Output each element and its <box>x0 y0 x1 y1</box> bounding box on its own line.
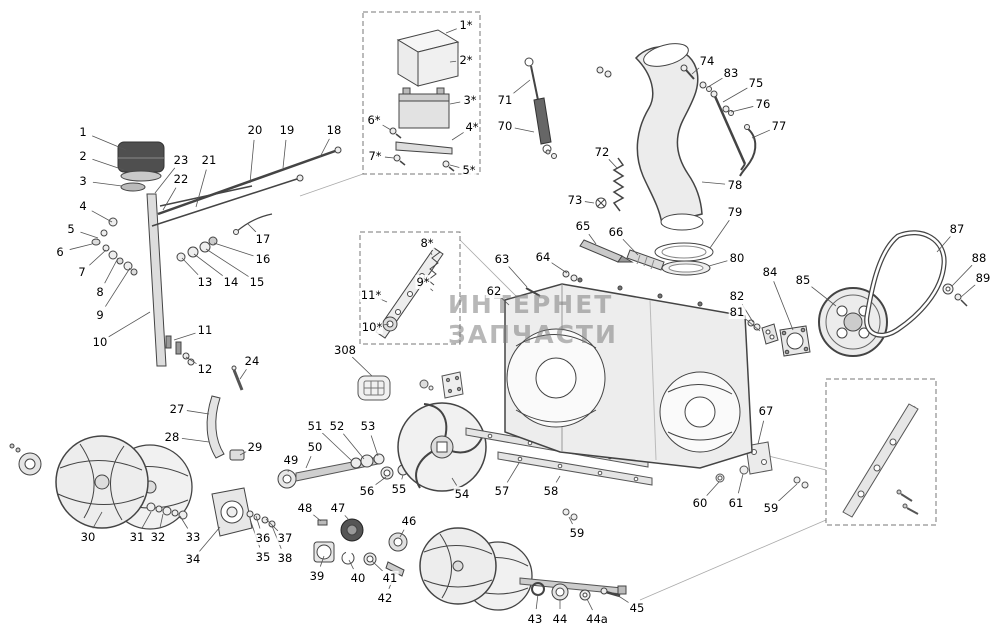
left-auger-assembly <box>9 435 193 530</box>
scraper-plate-inset <box>842 403 919 518</box>
control-rods <box>151 146 342 262</box>
support-arm <box>206 365 245 461</box>
pulley-and-belt <box>818 230 968 357</box>
impeller-shaft <box>277 453 409 489</box>
connector-part-308 <box>357 371 464 401</box>
battery-assembly-inset <box>389 29 460 172</box>
watermark: ИНТЕРНЕТ ЗАПЧАСТИ <box>448 290 618 349</box>
engine-assembly <box>91 141 165 276</box>
gearbox-assembly <box>211 487 408 577</box>
construction-lines <box>299 173 827 601</box>
watermark-line2: ЗАПЧАСТИ <box>448 319 618 349</box>
impeller-fan <box>397 402 487 492</box>
battery-inset-frame <box>362 11 481 175</box>
watermark-line1: ИНТЕРНЕТ <box>448 290 614 319</box>
drive-bearing <box>747 319 811 357</box>
auger-blade-inset <box>375 247 444 339</box>
chute-assembly <box>634 43 714 276</box>
chute-hardware <box>524 57 757 212</box>
bottom-auger-assembly <box>419 527 627 611</box>
auger-housing <box>504 239 753 469</box>
